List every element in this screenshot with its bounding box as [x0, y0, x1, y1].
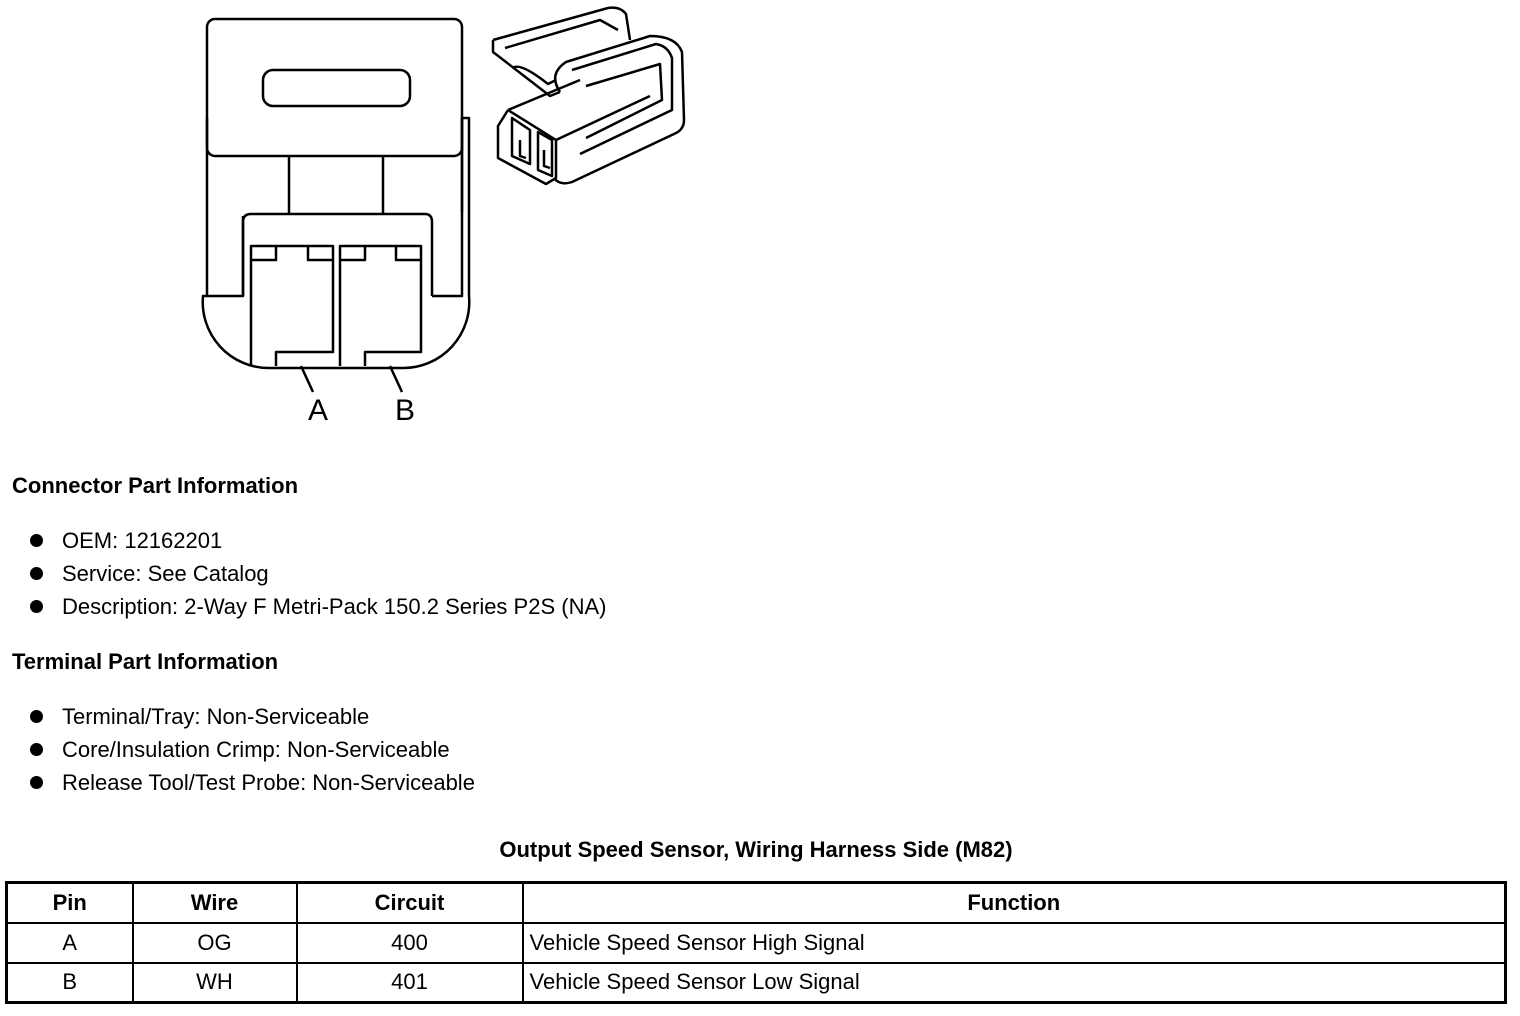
bullet-icon [30, 600, 43, 613]
column-header-wire: Wire [131, 881, 298, 924]
column-header-pin: Pin [5, 881, 134, 924]
circuit-cell: 400 [295, 921, 524, 964]
bullet-icon [30, 534, 43, 547]
latch-tab [205, 17, 464, 158]
connector-info-heading: Connector Part Information [12, 473, 299, 498]
connector-housing [201, 116, 471, 370]
bullet-icon [30, 710, 43, 723]
bullet-icon [30, 743, 43, 756]
connector-info-list: OEM: 12162201 Service: See Catalog Descr… [30, 524, 606, 623]
list-item: Service: See Catalog [30, 557, 606, 590]
bullet-icon [30, 776, 43, 789]
circuit-cell: 401 [295, 961, 524, 1004]
pin-cell: B [5, 961, 134, 1004]
latch-slot [261, 68, 412, 108]
table-title: Output Speed Sensor, Wiring Harness Side… [499, 837, 1013, 862]
list-item: OEM: 12162201 [30, 524, 606, 557]
function-cell: Vehicle Speed Sensor High Signal [521, 921, 1507, 964]
table-row: A OG 400 Vehicle Speed Sensor High Signa… [5, 921, 1507, 964]
column-header-circuit: Circuit [295, 881, 524, 924]
connector-diagram: A B [201, 6, 686, 427]
list-item: Release Tool/Test Probe: Non-Serviceable [30, 766, 475, 799]
connector-iso-view [491, 6, 686, 186]
wire-cell: WH [131, 961, 298, 1004]
terminal-block [241, 212, 434, 296]
function-cell: Vehicle Speed Sensor Low Signal [521, 961, 1507, 1004]
pinout-table: Pin Wire Circuit Function A OG 400 Vehic… [5, 881, 1507, 1004]
list-item: Description: 2-Way F Metri-Pack 150.2 Se… [30, 590, 606, 623]
list-item: Core/Insulation Crimp: Non-Serviceable [30, 733, 475, 766]
table-row: B WH 401 Vehicle Speed Sensor Low Signal [5, 961, 1507, 1004]
pin-cell: A [5, 921, 134, 964]
table-header-row: Pin Wire Circuit Function [5, 881, 1507, 924]
pin-label-b: B [395, 394, 415, 427]
list-item: Terminal/Tray: Non-Serviceable [30, 700, 475, 733]
cavity-b [338, 244, 423, 366]
bullet-icon [30, 567, 43, 580]
terminal-info-list: Terminal/Tray: Non-Serviceable Core/Insu… [30, 700, 475, 799]
column-header-function: Function [521, 881, 1507, 924]
pin-label-a: A [308, 394, 328, 427]
cavity-a [249, 244, 335, 366]
wire-cell: OG [131, 921, 298, 964]
terminal-info-heading: Terminal Part Information [12, 649, 279, 674]
